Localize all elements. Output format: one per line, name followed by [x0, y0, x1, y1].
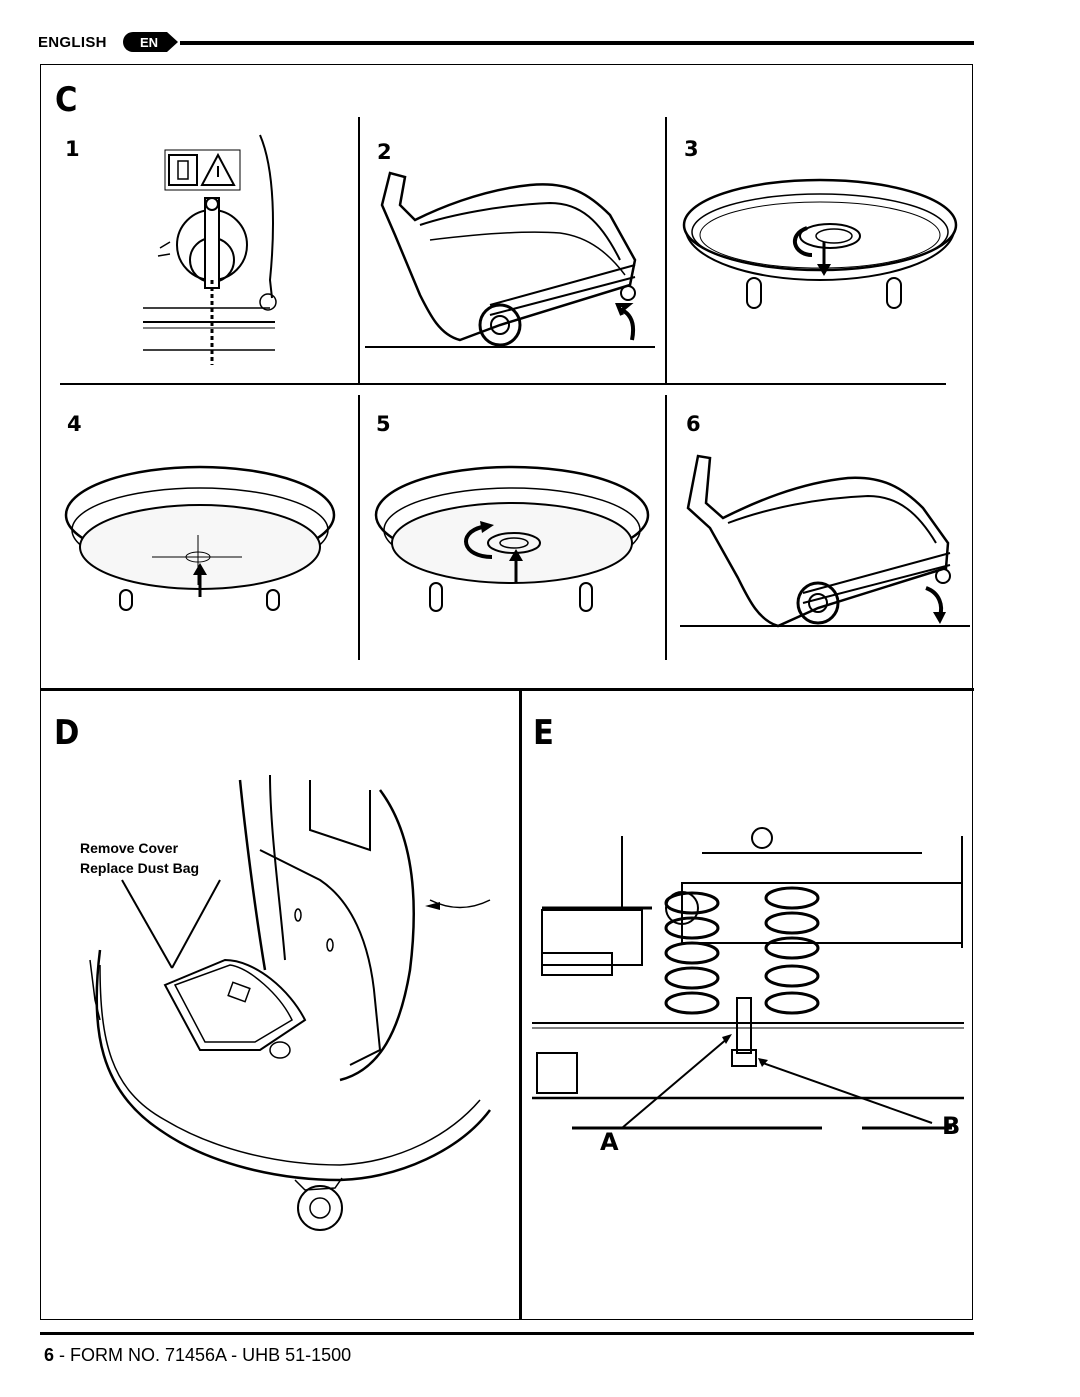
footer: 6 - FORM NO. 71456A - UHB 51-1500	[44, 1345, 351, 1366]
spring-adjust-illustration	[532, 827, 964, 1130]
step-4-number: 4	[67, 412, 82, 436]
section-e-label: E	[533, 713, 554, 753]
step-1-number: 1	[65, 137, 80, 161]
step-3-number: 3	[684, 137, 699, 161]
dust-bag-illustration	[89, 774, 491, 1231]
divider	[60, 383, 946, 385]
key-switch-illustration	[143, 134, 277, 365]
footer-separator: -	[54, 1345, 71, 1365]
marker-b: B	[942, 1112, 961, 1140]
divider	[358, 117, 360, 385]
callout-line-2: Replace Dust Bag	[80, 860, 200, 876]
step-2-number: 2	[377, 140, 392, 164]
machine-lower-illustration	[680, 454, 970, 628]
section-c-label: C	[55, 80, 78, 120]
callout-line-1: Remove Cover	[80, 840, 179, 856]
divider	[665, 117, 667, 385]
dust-bag-callout: Remove Cover Replace Dust Bag	[80, 838, 199, 878]
marker-a: A	[600, 1128, 619, 1156]
footer-rule	[40, 1332, 974, 1335]
section-divider	[519, 690, 522, 1320]
step-5-number: 5	[376, 412, 391, 436]
section-divider	[40, 688, 974, 691]
language-label: ENGLISH	[38, 34, 107, 51]
divider	[665, 395, 667, 660]
pad-installed-illustration	[64, 465, 336, 611]
form-number: FORM NO. 71456A - UHB 51-1500	[70, 1345, 352, 1365]
step-6-number: 6	[686, 412, 701, 436]
language-badge: EN	[123, 32, 178, 52]
language-badge-text: EN	[140, 35, 158, 50]
content-frame	[40, 64, 973, 1320]
machine-tilt-back-illustration	[365, 171, 655, 348]
divider	[358, 395, 360, 660]
header-rule	[180, 41, 974, 45]
pad-holder-illustration	[682, 178, 958, 309]
pad-lock-illustration	[374, 465, 650, 612]
page-number: 6	[44, 1345, 55, 1365]
section-d-label: D	[54, 713, 80, 753]
